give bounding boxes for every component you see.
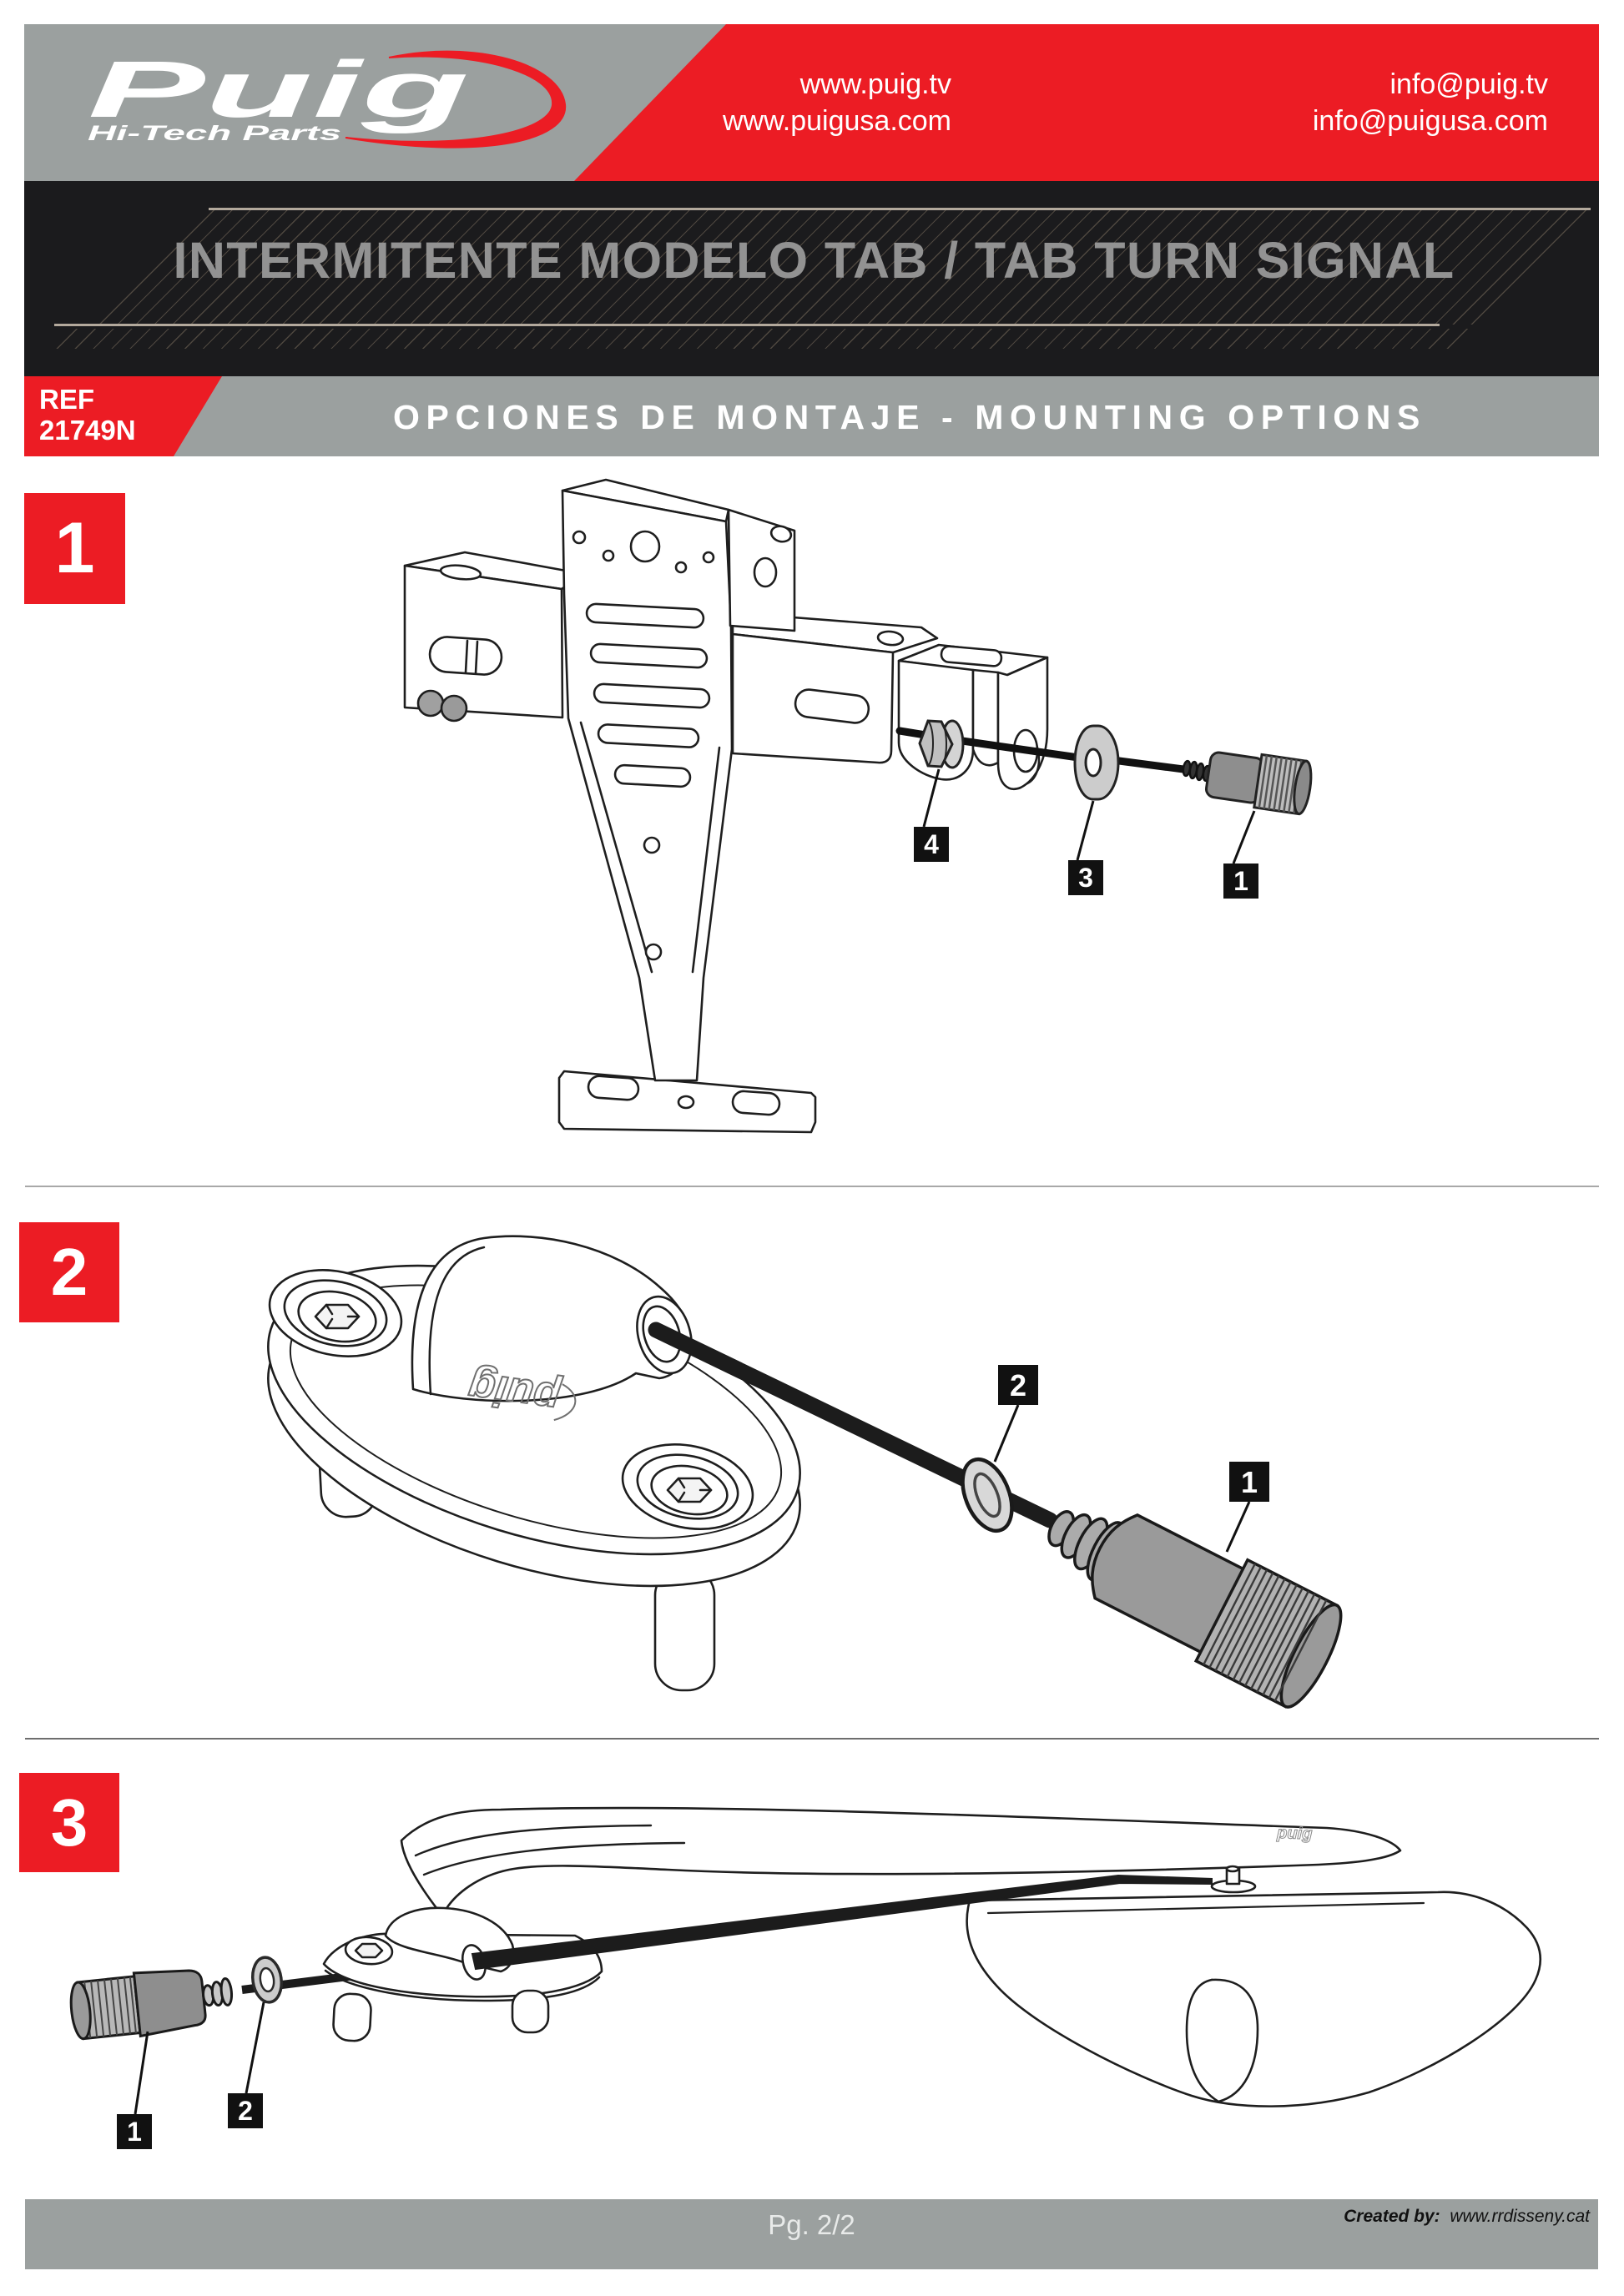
svg-text:3: 3: [1078, 863, 1093, 893]
svg-text:4: 4: [924, 829, 939, 859]
svg-text:1: 1: [127, 2117, 142, 2147]
svg-text:1: 1: [1233, 866, 1248, 896]
svg-text:puig: puig: [1276, 1824, 1313, 1843]
svg-text:2: 2: [1010, 1368, 1026, 1402]
svg-text:1: 1: [1241, 1465, 1258, 1499]
svg-text:2: 2: [238, 2096, 253, 2126]
svg-text:Hi-Tech Parts: Hi-Tech Parts: [88, 122, 341, 145]
svg-text:Puig: Puig: [88, 45, 469, 134]
